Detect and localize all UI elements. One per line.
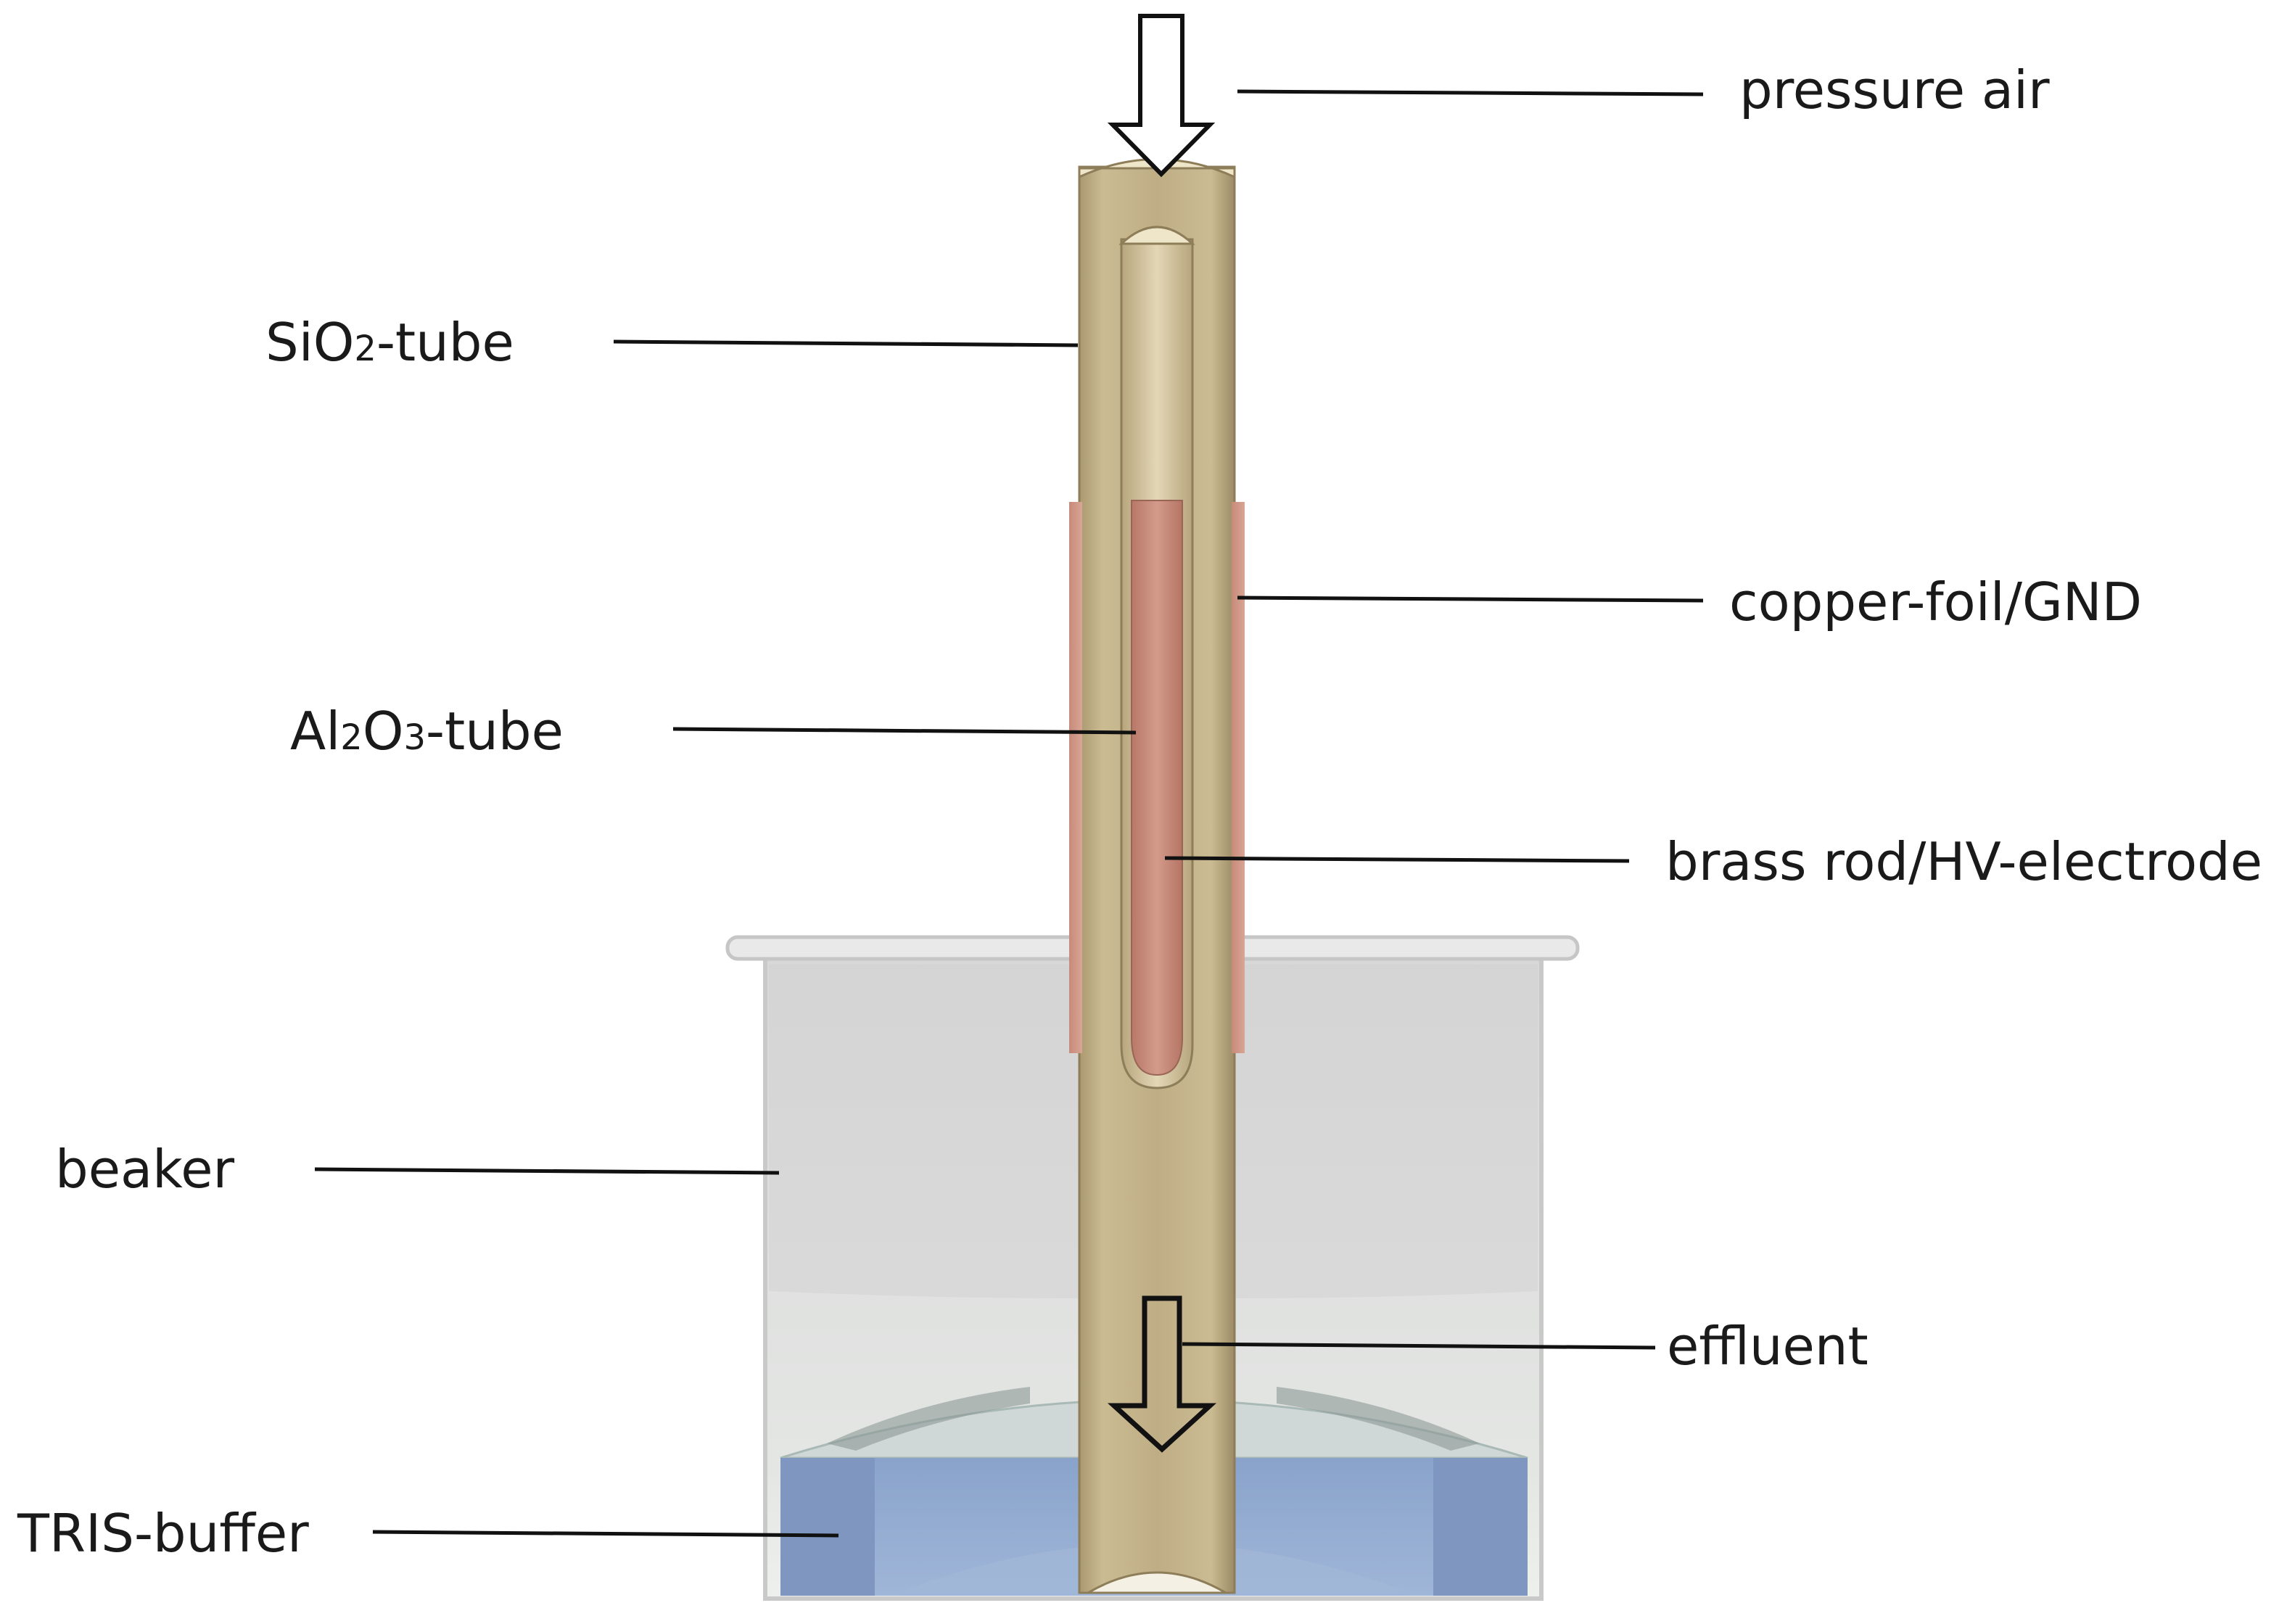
sio2-text: SiO bbox=[265, 312, 355, 373]
leader-brass-rod bbox=[1164, 856, 1630, 863]
buffer-side-left bbox=[780, 1458, 875, 1596]
leader-lines bbox=[314, 89, 1704, 1538]
al2o3-text-b: O bbox=[362, 701, 404, 762]
leader-pressure-air bbox=[1237, 89, 1704, 96]
leader-effluent bbox=[1182, 1342, 1656, 1350]
sio2-suffix: -tube bbox=[376, 312, 514, 373]
leader-copper-foil bbox=[1237, 595, 1704, 603]
label-pressure-air: pressure air bbox=[1739, 59, 2050, 120]
brass-rod bbox=[1131, 500, 1183, 1076]
sio2-subscript: 2 bbox=[354, 329, 376, 369]
leader-al2o3-tube bbox=[672, 727, 1137, 735]
beaker-wall-shade-right bbox=[1233, 965, 1538, 1298]
label-brass-rod: brass rod/HV-electrode bbox=[1665, 831, 2263, 892]
al2o3-tube-top bbox=[1118, 226, 1195, 245]
pressure-air-arrow-icon bbox=[1107, 14, 1216, 178]
copper-foil-left bbox=[1069, 502, 1082, 1053]
label-al2o3-tube: Al2O3-tube bbox=[290, 705, 564, 757]
leader-sio2-tube bbox=[613, 339, 1079, 347]
effluent-arrow-icon bbox=[1107, 1295, 1217, 1453]
label-beaker: beaker bbox=[55, 1139, 235, 1200]
al2o3-text-a: Al bbox=[290, 701, 341, 762]
al2o3-subscript-2: 3 bbox=[403, 717, 427, 758]
label-copper-foil: copper-foil/GND bbox=[1729, 572, 2143, 632]
al2o3-suffix: -tube bbox=[426, 701, 564, 762]
buffer-side-right bbox=[1433, 1458, 1528, 1596]
label-sio2-tube: SiO2-tube bbox=[265, 316, 514, 368]
al2o3-subscript-1: 2 bbox=[340, 717, 363, 758]
liquid-surface-texture-right bbox=[1277, 1387, 1480, 1451]
copper-foil-right bbox=[1232, 502, 1245, 1053]
beaker-wall-shade-left bbox=[769, 965, 1081, 1298]
label-effluent: effluent bbox=[1667, 1316, 1868, 1377]
label-tris-buffer: TRIS-buffer bbox=[17, 1503, 309, 1564]
copper-foil bbox=[1069, 502, 1245, 1053]
leader-tris-buffer bbox=[372, 1530, 839, 1538]
leader-beaker bbox=[314, 1167, 780, 1175]
sio2-tube-bottom-opening bbox=[1084, 1571, 1230, 1594]
liquid-surface-texture-left bbox=[827, 1387, 1030, 1451]
